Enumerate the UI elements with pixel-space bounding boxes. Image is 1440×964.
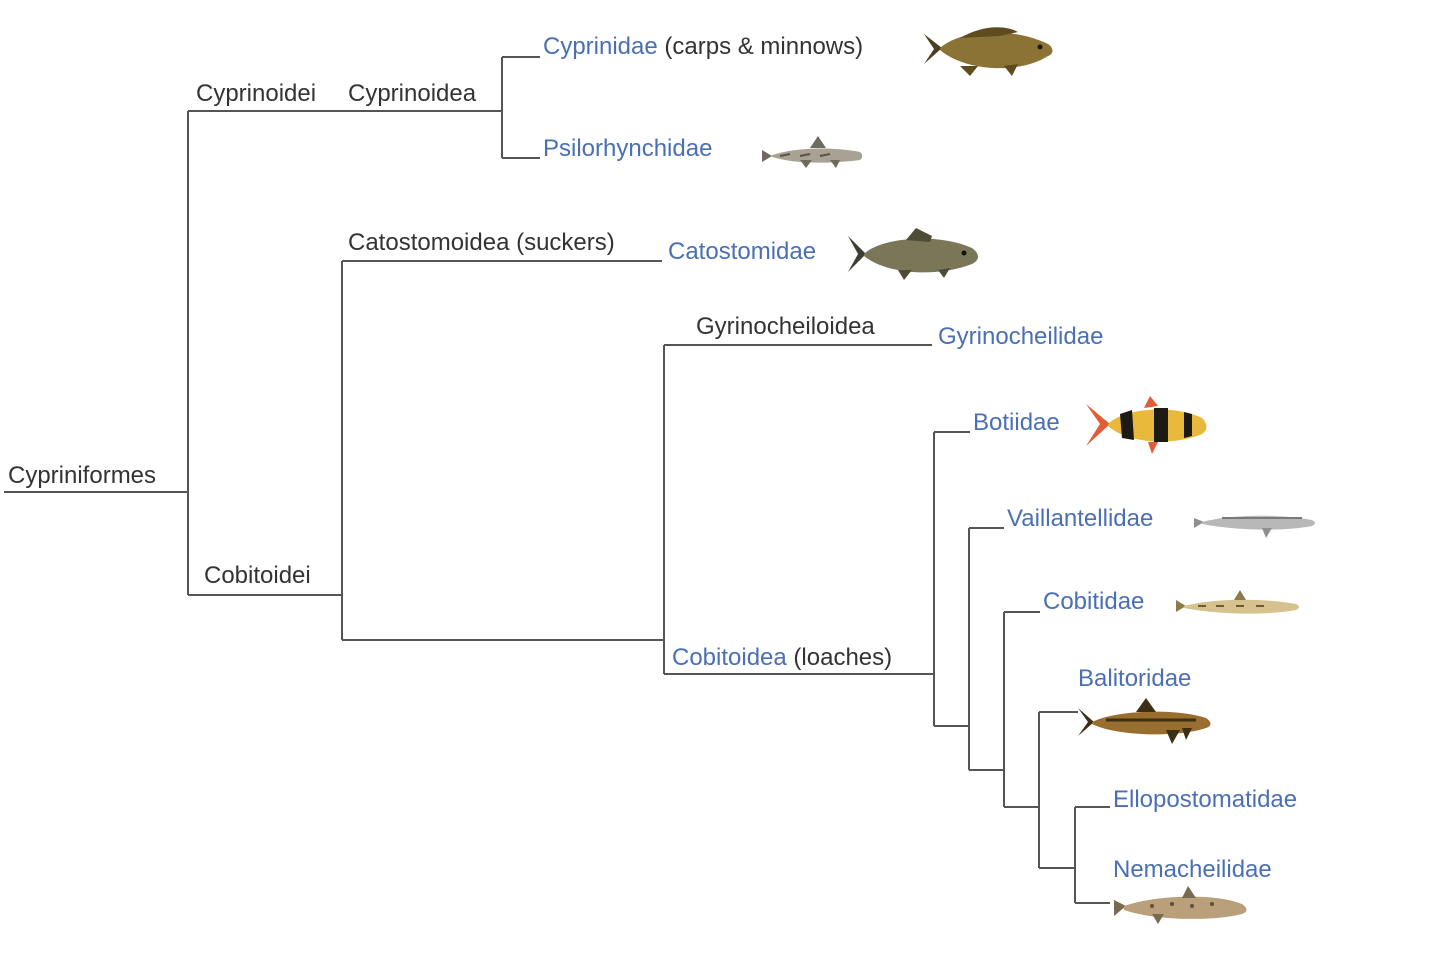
family-label-balitoridae: Balitoridae (1078, 665, 1192, 692)
cobitoidea-note: (loaches) (793, 644, 893, 671)
family-label-ellopostomatidae: Ellopostomatidae (1113, 786, 1298, 813)
cyprinoidea-label: Cyprinoidea (348, 80, 477, 107)
family-label-botiidae: Botiidae (973, 409, 1060, 436)
cobitoidei-label: Cobitoidei (204, 562, 311, 589)
catostomoidea-label: Catostomoidea (suckers) (348, 229, 615, 256)
stone-loach-icon (1114, 886, 1247, 924)
gyrinocheiloidea-label: Gyrinocheiloidea (696, 313, 875, 340)
vaillantella-icon (1194, 515, 1315, 538)
family-label-vaillantellidae: Vaillantellidae (1007, 505, 1154, 532)
hillstream-loach-icon (1078, 698, 1211, 744)
order-label: Cypriniformes (8, 462, 157, 489)
family-label-psilorhynchidae: Psilorhynchidae (543, 135, 713, 162)
family-label-cobitidae: Cobitidae (1043, 588, 1145, 615)
carp-icon (924, 27, 1053, 76)
psilorhynchus-icon (762, 136, 863, 168)
spined-loach-icon (1176, 590, 1299, 614)
family-label-cyprinidae: Cyprinidae (carps & minnows) (543, 33, 863, 61)
cobitoidea-label: Cobitoidea (loaches) (672, 644, 892, 672)
cyprinidae-note: (carps & minnows) (664, 33, 864, 60)
family-label-gyrinocheilidae: Gyrinocheilidae (938, 323, 1104, 350)
family-label-catostomidae: Catostomidae (668, 238, 817, 265)
clown-loach-icon (1086, 396, 1207, 454)
sucker-icon (848, 228, 978, 280)
cyprinidae-name: Cyprinidae (543, 33, 658, 60)
cyprinoidei-label: Cyprinoidei (196, 80, 317, 107)
cobitoidea-name: Cobitoidea (672, 644, 787, 671)
family-label-nemacheilidae: Nemacheilidae (1113, 856, 1272, 883)
